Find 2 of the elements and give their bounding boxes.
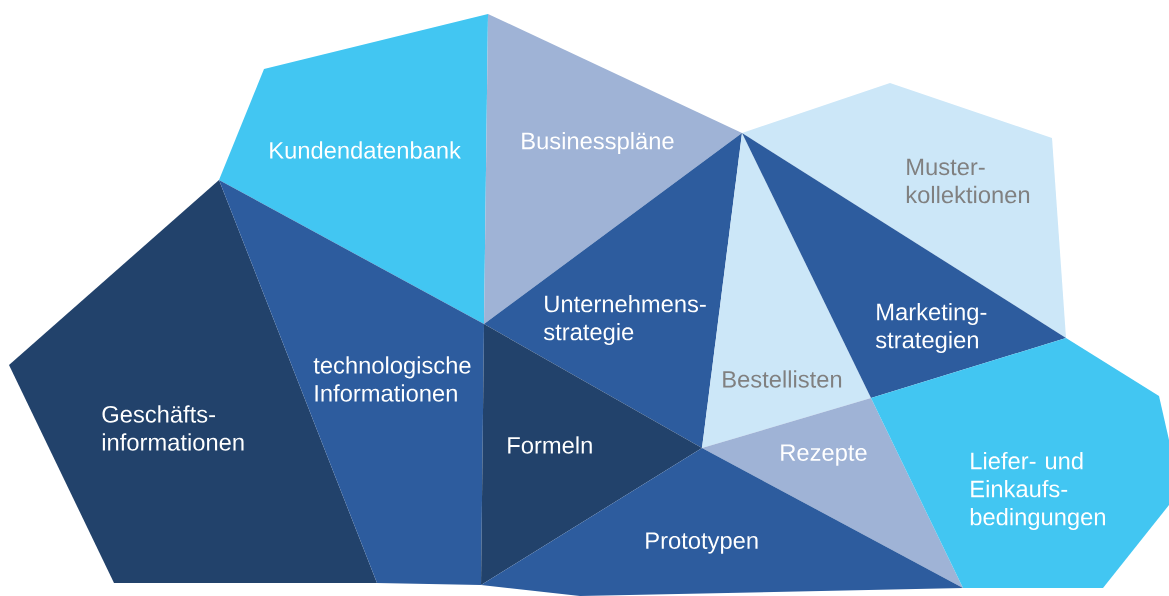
- mosaic-tile: Kundendatenbank: [219, 14, 488, 324]
- node-label: Muster- kollektionen: [906, 158, 1030, 204]
